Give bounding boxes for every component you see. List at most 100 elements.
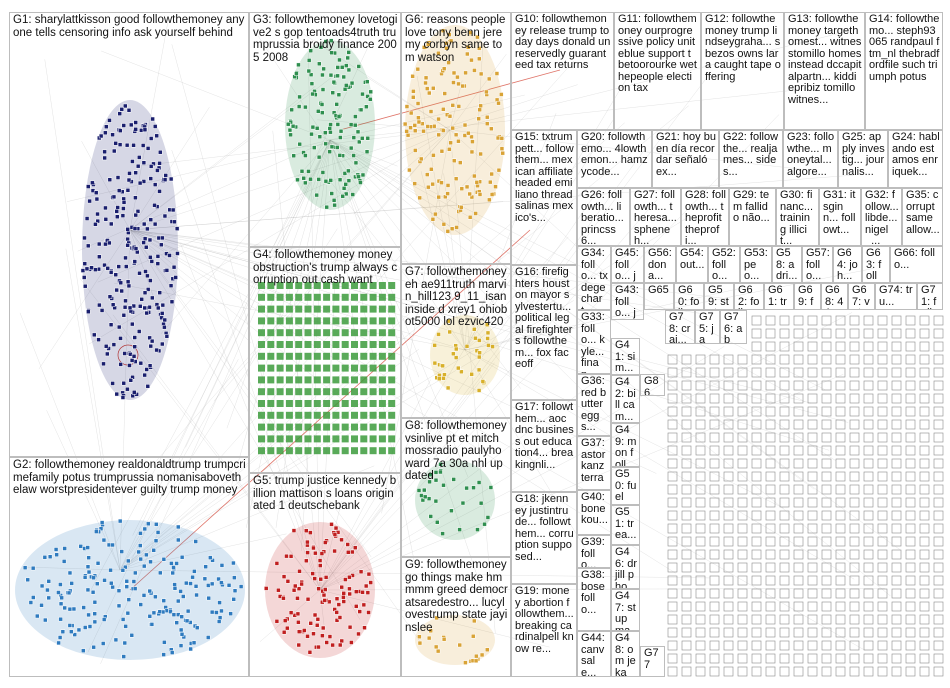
g9-cluster-node xyxy=(472,618,477,624)
g1-cluster-node xyxy=(118,128,123,133)
group-g74: G74: tru... xyxy=(875,283,917,310)
g3-cluster-node xyxy=(327,149,332,155)
pair-group-node xyxy=(933,575,944,586)
g2-cluster-node xyxy=(194,625,200,630)
g2-cluster-node xyxy=(231,560,236,566)
pair-group-node xyxy=(891,380,902,391)
pair-group-node xyxy=(681,510,692,521)
g4-grid-node xyxy=(285,305,293,313)
group-g29-label: G29: tem fallido não... xyxy=(733,189,770,224)
pair-group-node xyxy=(877,666,888,677)
group-g34: G34: follo... txdege chart... xyxy=(577,246,611,310)
g2-cluster-node xyxy=(226,583,232,588)
g1-cluster-node xyxy=(121,312,127,318)
pair-group-node xyxy=(877,432,888,443)
g5-cluster-node xyxy=(368,580,373,585)
g4-grid-node xyxy=(258,317,265,325)
pair-group-node xyxy=(821,627,832,638)
pair-group-node xyxy=(681,393,692,404)
g7-cluster-node xyxy=(486,343,491,348)
g2-cluster-node xyxy=(47,554,53,559)
g4-grid-node xyxy=(369,400,377,407)
pair-group-node xyxy=(695,406,706,417)
g4-grid-node xyxy=(323,329,331,337)
pair-group-node xyxy=(709,432,720,443)
pair-group-node xyxy=(737,484,748,495)
pair-group-node xyxy=(667,536,678,547)
g4-grid-node xyxy=(267,293,275,301)
g3-cluster-node xyxy=(342,171,348,176)
pair-group-node xyxy=(891,341,902,352)
g3-cluster-node xyxy=(345,55,350,61)
edge-line xyxy=(100,139,331,664)
pair-group-node xyxy=(779,627,790,638)
pair-group-node xyxy=(919,458,930,469)
pair-group-node xyxy=(695,627,706,638)
pair-group-node xyxy=(737,367,748,378)
g1-cluster-node xyxy=(157,189,162,194)
g4-grid-node xyxy=(351,317,358,325)
pair-group-node xyxy=(681,367,692,378)
g1-cluster-node xyxy=(157,290,163,295)
g1-cluster-node xyxy=(127,363,132,368)
pair-group-node xyxy=(877,549,888,560)
pair-group-node xyxy=(835,328,846,339)
g6-cluster-node xyxy=(462,133,468,138)
g2-cluster-node xyxy=(178,643,184,648)
g1-cluster-node xyxy=(111,194,117,200)
g1-cluster-node xyxy=(103,130,108,136)
g4-grid-node xyxy=(304,364,312,372)
pair-group-node xyxy=(793,549,804,560)
g4-grid-node xyxy=(304,341,312,348)
g5-cluster-node xyxy=(363,583,369,589)
pair-group-node xyxy=(849,588,860,599)
pair-group-node xyxy=(793,367,804,378)
g2-cluster-node xyxy=(86,569,92,575)
pair-group-node xyxy=(919,328,930,339)
edge-line xyxy=(449,80,463,131)
pair-group-node xyxy=(765,367,776,378)
edge-line xyxy=(443,173,466,351)
g1-cluster-node xyxy=(158,149,163,155)
g4-grid-node xyxy=(360,388,368,396)
pair-group-node xyxy=(919,627,930,638)
g3-cluster-node xyxy=(317,61,322,67)
g6-cluster-node xyxy=(484,89,489,95)
g5-cluster-node xyxy=(320,633,325,638)
g9-cluster-node xyxy=(463,660,468,665)
edge-line xyxy=(129,174,854,231)
pair-group-node xyxy=(835,484,846,495)
g7-cluster-node xyxy=(476,388,482,393)
g1-cluster-node xyxy=(151,161,156,167)
pair-group-node xyxy=(877,315,888,326)
g1-cluster-node xyxy=(132,226,138,231)
group-g9-label: G9: followthemoney go things make hmmmm … xyxy=(405,559,508,634)
g2-cluster-node xyxy=(58,601,64,607)
group-g61: G61: tran... xyxy=(764,283,794,310)
g3-cluster-node xyxy=(368,97,373,102)
g7-cluster-node xyxy=(453,346,459,352)
g4-grid-node xyxy=(313,400,321,407)
g5-cluster-node xyxy=(305,596,311,602)
g1-cluster-node xyxy=(152,203,157,208)
g2-cluster-node xyxy=(120,568,126,573)
g1-cluster-node xyxy=(160,341,165,347)
g6-cluster-node xyxy=(447,147,452,152)
pair-group-node xyxy=(905,523,916,534)
g1-cluster-node xyxy=(127,305,133,311)
g5-cluster-node xyxy=(304,558,309,564)
g3-cluster-node xyxy=(308,176,313,182)
pair-group-node xyxy=(807,549,818,560)
g2-cluster-node xyxy=(42,555,48,560)
g6-cluster-node xyxy=(450,103,456,108)
g3-cluster-node xyxy=(353,160,359,166)
pair-group-node xyxy=(877,523,888,534)
g1-cluster-node xyxy=(145,273,150,279)
pair-group-node xyxy=(821,328,832,339)
group-g15-label: G15: txtrumpett... followthem... mexican… xyxy=(515,131,574,224)
g8-cluster-node xyxy=(422,487,427,493)
group-g31-label: G31: itsginn... followt... xyxy=(823,189,856,236)
g2-cluster-node xyxy=(169,561,174,566)
g4-grid-node xyxy=(332,447,340,455)
g3-cluster-node xyxy=(303,180,308,186)
